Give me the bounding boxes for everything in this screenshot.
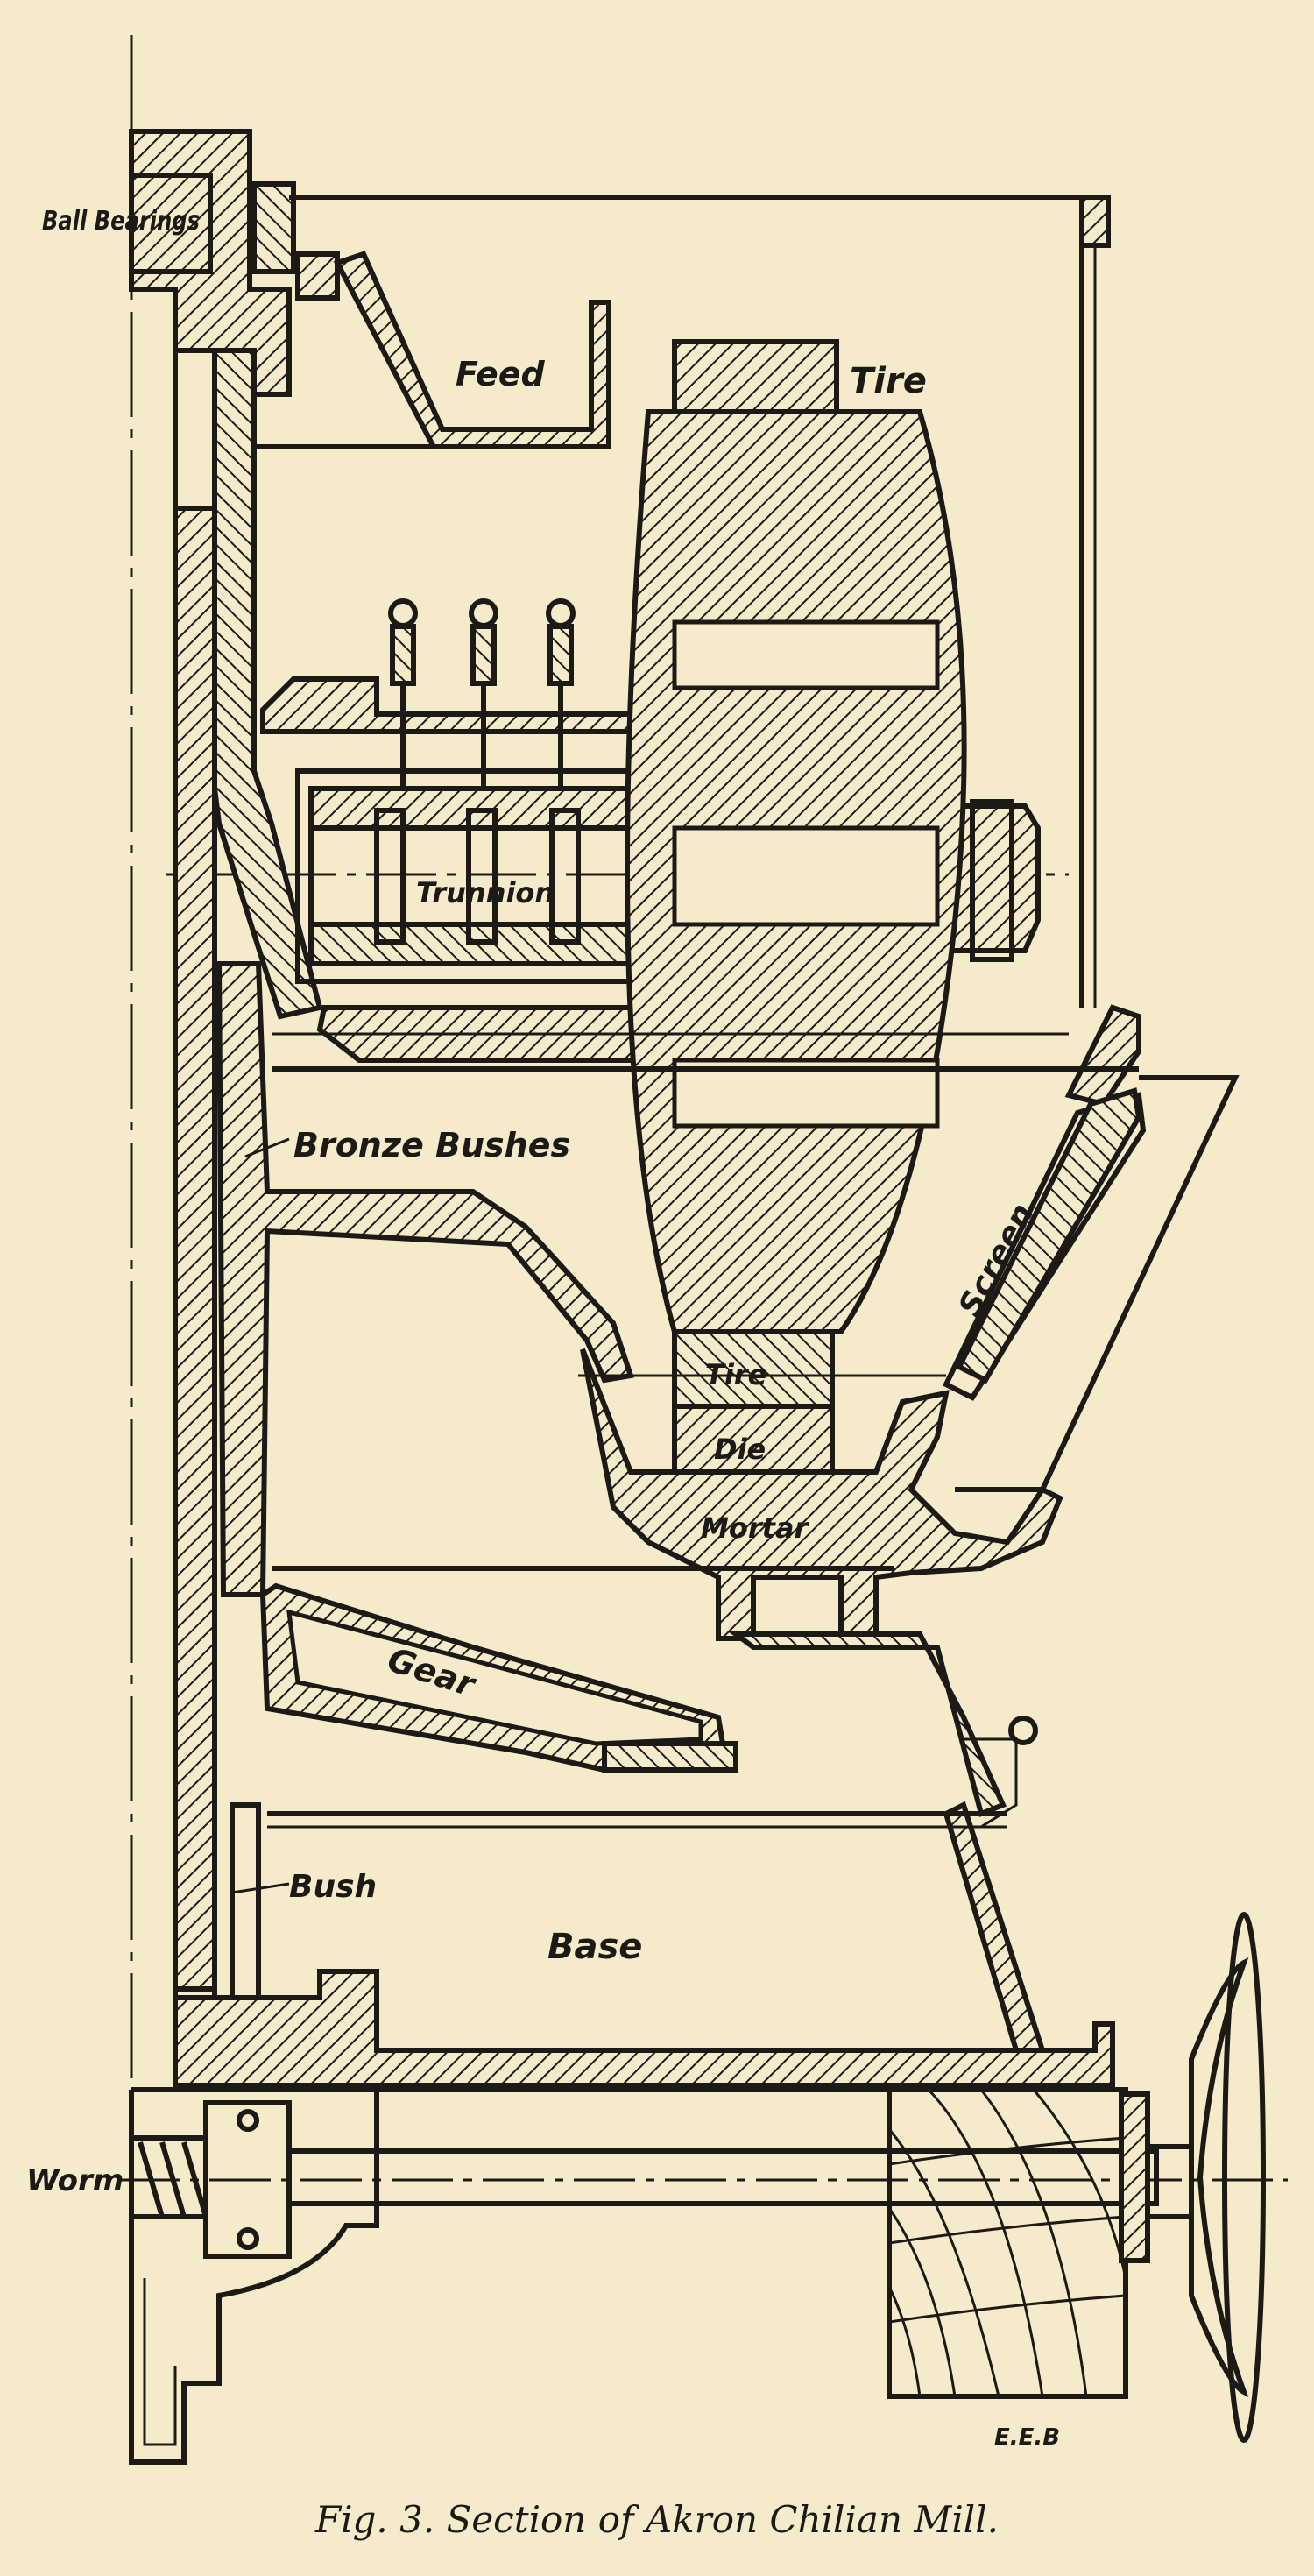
timber-foundation — [887, 2087, 1128, 2399]
leader-lines — [162, 1137, 290, 2182]
label-bronze-bushes: Bronze Bushes — [293, 1126, 570, 1164]
label-worm: Worm — [26, 2163, 124, 2198]
label-ball-bearings: Ball Bearings — [42, 206, 200, 237]
lower-casing — [129, 2090, 379, 2465]
signature: E.E.B — [994, 2424, 1060, 2451]
hand-wheel — [1189, 1912, 1266, 2443]
figure-caption: Fig. 3. Section of Akron Chilian Mill. — [314, 2498, 999, 2541]
label-feed: Feed — [456, 355, 546, 393]
label-base: Base — [548, 1927, 642, 1967]
label-mortar: Mortar — [701, 1511, 810, 1545]
label-bush: Bush — [289, 1869, 377, 1905]
gear — [259, 1566, 894, 1773]
grease-cup-2 — [469, 598, 498, 789]
base-casting — [131, 1631, 1115, 2092]
ball-bearing-housing — [129, 129, 340, 397]
trunnion-housing — [260, 673, 686, 1063]
grease-cup-1 — [388, 598, 418, 789]
label-tire-top: Tire — [850, 361, 927, 401]
label-trunnion: Trunnion — [416, 876, 555, 909]
feed-hopper — [333, 251, 611, 449]
roller-wheel — [625, 339, 967, 1483]
grease-cup-3 — [546, 598, 576, 789]
screen — [272, 1004, 1240, 1492]
worm-bearing — [131, 2100, 292, 2259]
label-die: Die — [714, 1433, 766, 1466]
label-tire-lower: Tire — [705, 1358, 766, 1391]
bracket-column — [212, 348, 323, 1020]
vertical-shaft — [173, 350, 217, 1998]
bronze-bushes — [215, 961, 634, 1597]
